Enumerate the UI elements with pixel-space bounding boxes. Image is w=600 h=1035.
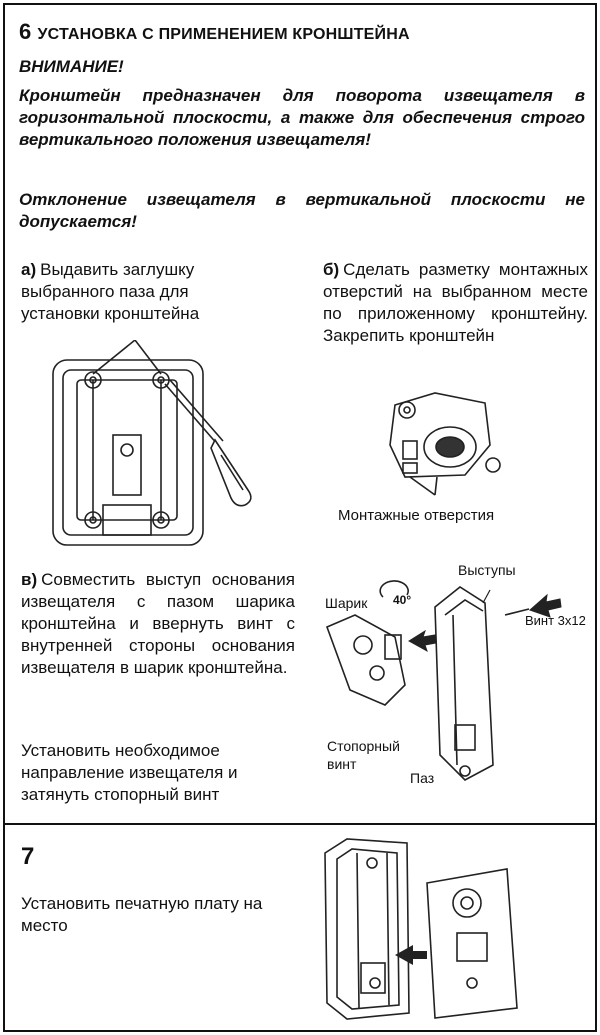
step-c: в)Совместить выступ основания извещателя… bbox=[21, 569, 295, 679]
step-a-text: Выдавить заглушку выбранного паза для ус… bbox=[21, 260, 200, 323]
mounting-holes-caption: Монтажные отверстия bbox=[338, 507, 495, 524]
step-a: а)Выдавить заглушку выбранного паза для … bbox=[21, 259, 266, 325]
pcb-install-illustration bbox=[324, 838, 518, 1020]
screw-label: Винт 3х12 bbox=[525, 613, 586, 628]
section-7: 7 Установить печатную плату на место bbox=[5, 825, 595, 1030]
ball-label: Шарик bbox=[325, 595, 368, 611]
stop-screw-label-line1: Стопорный bbox=[327, 738, 400, 754]
section-6-number: 6 bbox=[19, 19, 32, 44]
step-c-label: в) bbox=[21, 570, 38, 589]
section-7-number: 7 bbox=[21, 843, 35, 870]
step-a-label: а) bbox=[21, 260, 37, 279]
step-b-label: б) bbox=[323, 260, 340, 279]
section-6-title-text: УСТАНОВКА С ПРИМЕНЕНИЕМ КРОНШТЕЙНА bbox=[37, 26, 410, 43]
section-7-text: Установить печатную плату на место bbox=[21, 894, 263, 935]
step-b-text: Сделать разметку монтажных отверстий на … bbox=[323, 260, 588, 345]
warning-text-2: Отклонение извещателя в вертикальной пло… bbox=[19, 190, 585, 231]
ball-bracket-assembly-illustration bbox=[325, 580, 562, 781]
warning-title: ВНИМАНИЕ! bbox=[19, 57, 124, 76]
section-6-title: 6 УСТАНОВКА С ПРИМЕНЕНИЕМ КРОНШТЕЙНА bbox=[19, 19, 410, 45]
step-c-text: Совместить выступ основания извещателя с… bbox=[21, 570, 295, 677]
base-screwdriver-illustration bbox=[52, 340, 252, 546]
bracket-mounting-illustration bbox=[389, 392, 501, 496]
warning-text: Кронштейн предназначен для поворота изве… bbox=[19, 86, 585, 149]
groove-label: Паз bbox=[410, 770, 435, 786]
stop-screw-label-line2: винт bbox=[327, 756, 357, 772]
instruction-sheet: 6 УСТАНОВКА С ПРИМЕНЕНИЕМ КРОНШТЕЙНА ВНИМ… bbox=[3, 3, 597, 1032]
step-c-2: Установить необходимое направление извещ… bbox=[21, 741, 238, 804]
step-b: б)Сделать разметку монтажных отверстий н… bbox=[323, 259, 588, 347]
angle-label: 40° bbox=[393, 593, 412, 607]
section-6: 6 УСТАНОВКА С ПРИМЕНЕНИЕМ КРОНШТЕЙНА ВНИМ… bbox=[5, 5, 595, 825]
protrusions-label: Выступы bbox=[458, 562, 516, 578]
